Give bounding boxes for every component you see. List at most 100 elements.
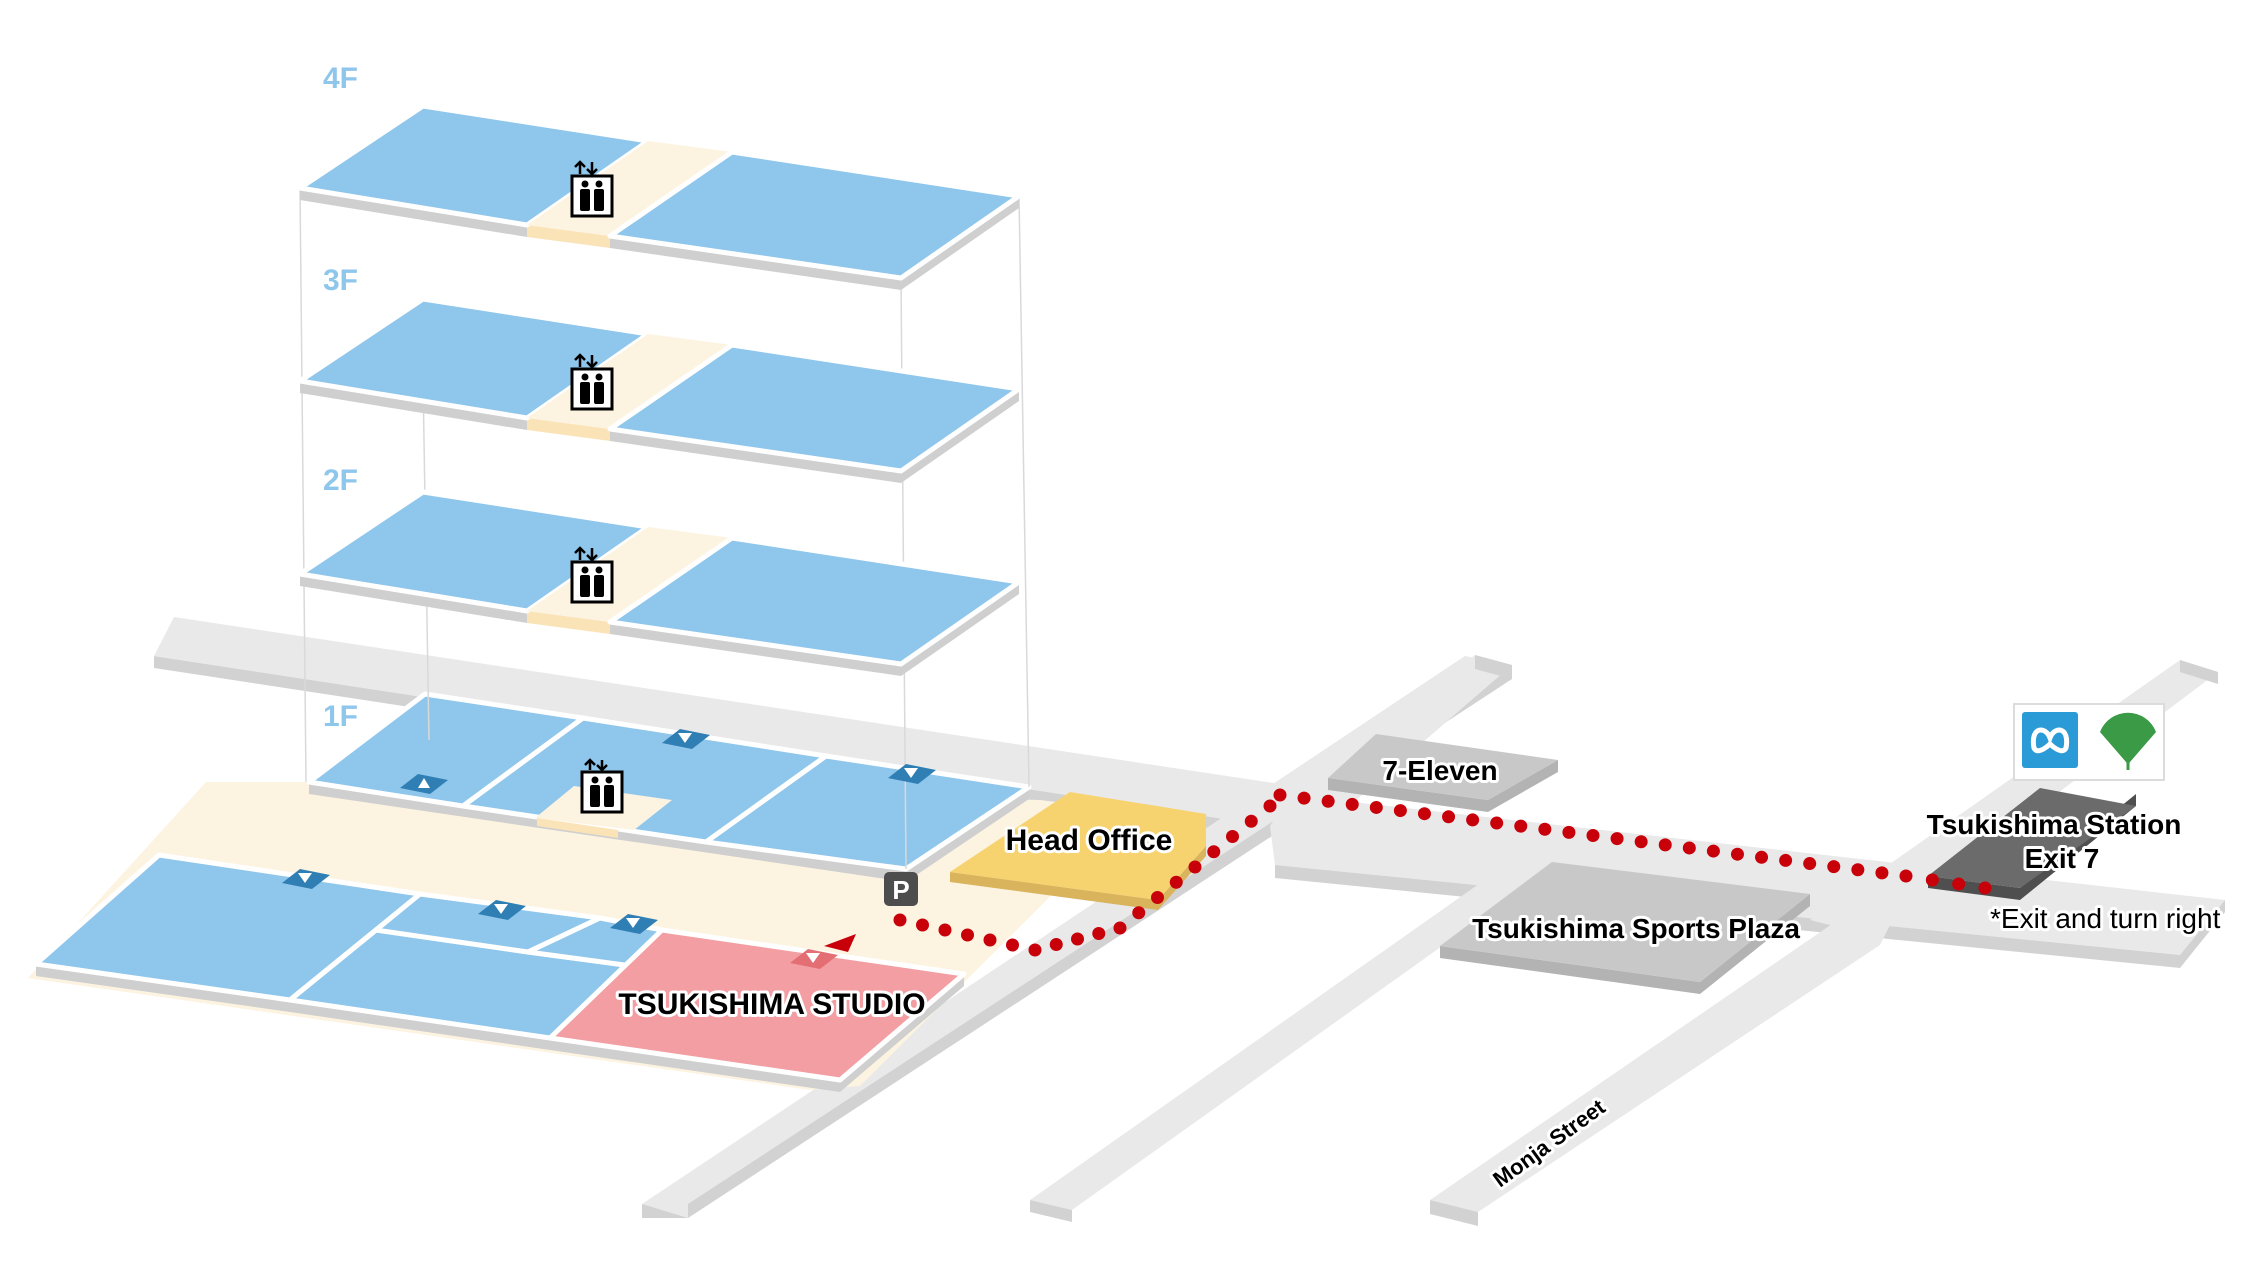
route-dot [1562, 825, 1576, 839]
route-dot [1952, 877, 1966, 891]
seven-eleven-building [1328, 734, 1558, 812]
route-dot [1369, 800, 1383, 814]
entrance-arrow-icon [400, 774, 448, 794]
entrance-arrow-icon [478, 900, 526, 920]
route-dot [1226, 830, 1239, 843]
room-3f-right [607, 342, 1022, 474]
floor-2f [297, 489, 1022, 676]
route-dot [1610, 832, 1624, 846]
monja-street-label: Monja Street [1488, 1094, 1610, 1192]
slab-edge [610, 236, 901, 290]
slab-edge [300, 188, 527, 237]
route-dot [1071, 932, 1084, 946]
station-label-line2: Exit 7 [2025, 843, 2100, 874]
route-dot [1899, 869, 1913, 883]
route-dot [1779, 853, 1793, 867]
floor-label-3f: 3F [323, 264, 358, 297]
route-dot [983, 933, 997, 947]
route-dot [1207, 845, 1221, 859]
toei-ginkgo-logo [2100, 712, 2156, 770]
floor-label-2f: 2F [323, 464, 358, 497]
slab-edge [610, 622, 901, 676]
elevator-icon [570, 353, 614, 411]
entrance-arrow-icon [662, 729, 710, 749]
route-dot [1244, 814, 1258, 828]
route-dot [1393, 804, 1407, 818]
route-dot [1006, 938, 1019, 952]
route-dot [1297, 791, 1311, 805]
route-dot [1028, 943, 1042, 957]
slab-edge [300, 381, 527, 430]
route-dot [1658, 838, 1672, 852]
route-dot [1978, 881, 1992, 895]
station-logos [2013, 703, 2165, 781]
route-dot [1132, 906, 1146, 920]
head-office-label: Head Office [1006, 824, 1173, 857]
route-dot [1188, 860, 1202, 874]
studio-entrance-icon [790, 949, 838, 969]
route-dot [1092, 927, 1106, 940]
route-dot [1730, 847, 1744, 861]
parking-label: P [892, 875, 909, 905]
route-dot [961, 928, 974, 942]
entrance-arrow-icon [888, 764, 936, 784]
corridor-edge [527, 611, 610, 634]
route-dot [1875, 866, 1889, 880]
floor-label-1f: 1F [323, 700, 358, 733]
route-dot [938, 923, 952, 937]
sports-plaza-building [1440, 862, 1810, 994]
studio-label: TSUKISHIMA STUDIO [618, 988, 925, 1021]
route-dot [1273, 788, 1287, 802]
station-note: *Exit and turn right [1990, 903, 2221, 934]
walking-route [893, 788, 1992, 957]
route-dot [1113, 921, 1127, 935]
route-dot [1466, 813, 1480, 827]
upper-floors [297, 103, 1022, 676]
studio-room [547, 927, 967, 1083]
floor-4f [297, 103, 1022, 290]
route-dot [1049, 938, 1063, 951]
entrance-arrow-icon [610, 914, 658, 934]
slab-edge [610, 429, 901, 483]
route-dot [1634, 835, 1648, 849]
tokyo-metro-logo [2022, 712, 2078, 768]
route-dot [1442, 810, 1456, 824]
road-monja-street [1430, 898, 1900, 1226]
route-arrowhead-icon [824, 934, 856, 952]
parking-icon: P [884, 872, 918, 906]
corridor-edge [527, 225, 610, 248]
route-dot [1321, 794, 1335, 808]
entrance-arrow-icon [282, 869, 330, 889]
route-dot [893, 913, 907, 927]
route-dot [1827, 860, 1841, 874]
route-dot [1682, 841, 1696, 855]
sports-plaza-label: Tsukishima Sports Plaza [1472, 913, 1800, 944]
elevator-icon [570, 160, 614, 218]
route-dot [1514, 819, 1528, 833]
floor-label-4f: 4F [323, 62, 358, 95]
route-dot [1490, 816, 1504, 830]
route-dot [1706, 844, 1720, 858]
station-label-line1: Tsukishima Station [1927, 809, 2182, 840]
route-dot [1169, 875, 1183, 889]
route-dot [1586, 829, 1600, 842]
route-dot [1803, 857, 1817, 871]
route-dot [1151, 891, 1164, 904]
floor-3f [297, 296, 1022, 483]
room-4f-right [607, 149, 1022, 281]
route-dot [1345, 797, 1359, 811]
elevator-icon [570, 546, 614, 604]
route-dot [1538, 822, 1552, 836]
elevator-icon [580, 758, 624, 814]
route-dot [1417, 807, 1431, 821]
slab-edge [300, 574, 527, 623]
route-dot [1925, 873, 1939, 887]
floor-1f [28, 691, 1135, 1092]
station-exit-building [1928, 788, 2136, 900]
room-2f-right [607, 535, 1022, 667]
route-dot [1755, 850, 1769, 864]
route-dot [1851, 863, 1865, 877]
route-dot [1263, 799, 1277, 813]
road-middle-street [1030, 855, 1560, 1222]
